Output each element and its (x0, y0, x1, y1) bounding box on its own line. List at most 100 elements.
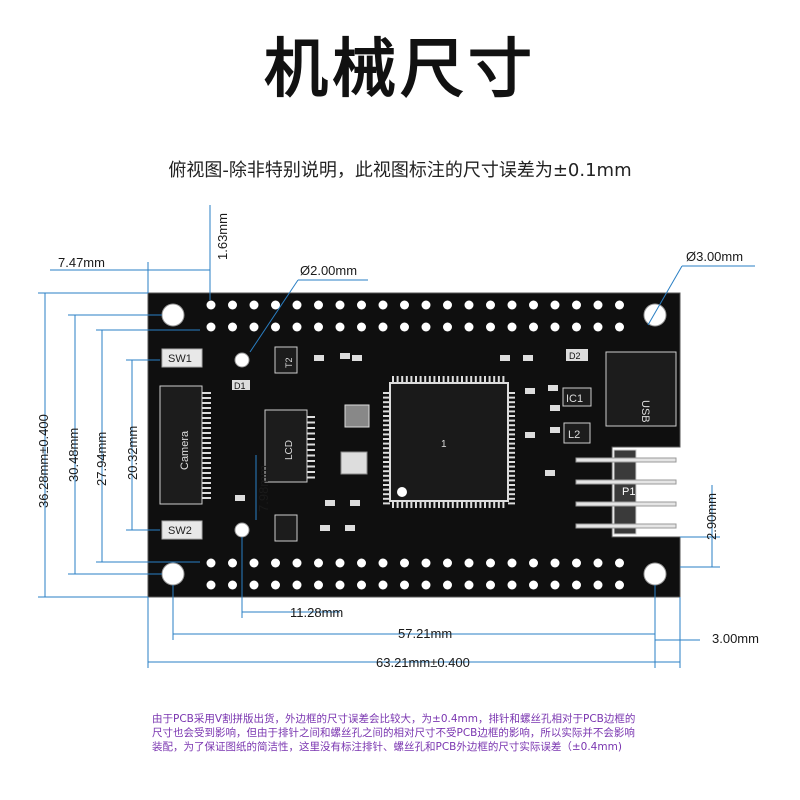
header-hole (550, 300, 560, 310)
dim-width-total: 63.21mm±0.400 (376, 655, 470, 670)
mcu-pin (488, 501, 491, 508)
mcu-pin (484, 376, 486, 383)
header-hole (357, 580, 366, 590)
transistor-t2 (274, 346, 298, 374)
header-hole (206, 580, 216, 590)
header-p1 (613, 449, 637, 535)
header-hole (249, 580, 259, 590)
mcu-pin (442, 376, 445, 383)
header-hole (314, 558, 323, 568)
mcu-pin (493, 501, 496, 508)
camera-label: Camera (179, 430, 191, 470)
mcu-chip (389, 382, 509, 502)
mcu-pin (456, 501, 459, 508)
mcu-pin (383, 488, 390, 491)
header-hole (464, 558, 474, 568)
lcd-pin (307, 421, 315, 424)
header-hole (507, 322, 517, 332)
mcu-pin (508, 488, 515, 491)
mcu-pin (383, 419, 390, 422)
camera-pin (202, 462, 211, 464)
smd-part (545, 470, 555, 476)
header-hole (443, 580, 452, 590)
mcu-pin (383, 401, 390, 404)
mcu-pin (383, 456, 390, 459)
dim-height-20: 20.32mm (125, 426, 140, 480)
mcu-pin (392, 501, 394, 508)
header-hole (593, 322, 603, 332)
header-hole (271, 300, 280, 310)
header-hole (400, 300, 409, 310)
camera-pin (202, 482, 211, 484)
header-hole (486, 558, 495, 568)
mcu-pin (419, 501, 422, 508)
mcu-pin (396, 376, 399, 383)
mcu-pin (438, 501, 440, 508)
dim-width-1128: 11.28mm (290, 605, 343, 620)
dim-vertical-top: 1.63mm (215, 213, 230, 260)
header-hole (378, 558, 388, 568)
header-hole (464, 322, 474, 332)
mcu-pin (419, 376, 422, 383)
lcd-pin (307, 432, 315, 435)
mcu-pin (508, 419, 515, 422)
header-hole (271, 580, 280, 590)
header-hole (400, 558, 409, 568)
smd-part (550, 427, 560, 433)
header-hole (249, 300, 259, 310)
mcu-pin (502, 501, 505, 508)
mcu-pin (508, 479, 515, 482)
mcu-pin (508, 493, 515, 496)
mcu-pin (383, 461, 390, 463)
header-hole (228, 558, 237, 568)
header-hole (314, 580, 323, 590)
header-holes-top (206, 300, 624, 332)
header-hole (228, 322, 237, 332)
smd-part (345, 525, 355, 531)
header-hole (335, 322, 345, 332)
dim-height-27: 27.94mm (94, 432, 109, 486)
header-hole (529, 580, 538, 590)
mcu-pin (508, 470, 515, 473)
diode-d1 (232, 380, 250, 390)
small-hole-bottom (234, 522, 250, 538)
mcu-pin (392, 376, 394, 383)
header-hole (550, 558, 560, 568)
mcu-pin (383, 465, 390, 468)
header-hole (486, 580, 495, 590)
smd-part (525, 388, 535, 394)
lcd-pins (307, 416, 315, 479)
camera-pin (202, 442, 211, 444)
mcu-pin (438, 376, 440, 383)
header-hole (378, 322, 388, 332)
mcu-pin (465, 376, 468, 383)
mcu-pin (508, 465, 515, 468)
mcu-pin (433, 501, 436, 508)
header-hole (357, 322, 366, 332)
mcu-pin (383, 438, 390, 440)
mcu-pin (479, 376, 482, 383)
camera-pin (202, 392, 211, 394)
camera-pin (202, 472, 211, 474)
dim-right-290: 2.90mm (704, 493, 719, 540)
mcu-pin (470, 501, 473, 508)
smd-part (325, 500, 335, 506)
header-hole (443, 300, 452, 310)
mcu-pin (497, 376, 500, 383)
page-title: 机械尺寸 (264, 33, 536, 107)
mcu-pin (396, 501, 399, 508)
header-hole (593, 300, 603, 310)
switch-sw1 (161, 348, 203, 368)
mcu-pin (508, 442, 515, 445)
mcu-pin (428, 376, 431, 383)
camera-pin (202, 467, 211, 469)
mcu-pin (383, 396, 390, 399)
header-hole (206, 322, 216, 332)
ic1 (562, 387, 592, 407)
camera-pin (202, 432, 211, 434)
header-hole (314, 300, 323, 310)
lcd-pin (307, 454, 315, 457)
camera-pin (202, 457, 211, 459)
footer-line-3: 装配，为了保证图纸的简洁性，这里没有标注排针、螺丝孔和PCB外边框的尺寸实际误差… (152, 741, 622, 753)
mcu-pin (433, 376, 436, 383)
